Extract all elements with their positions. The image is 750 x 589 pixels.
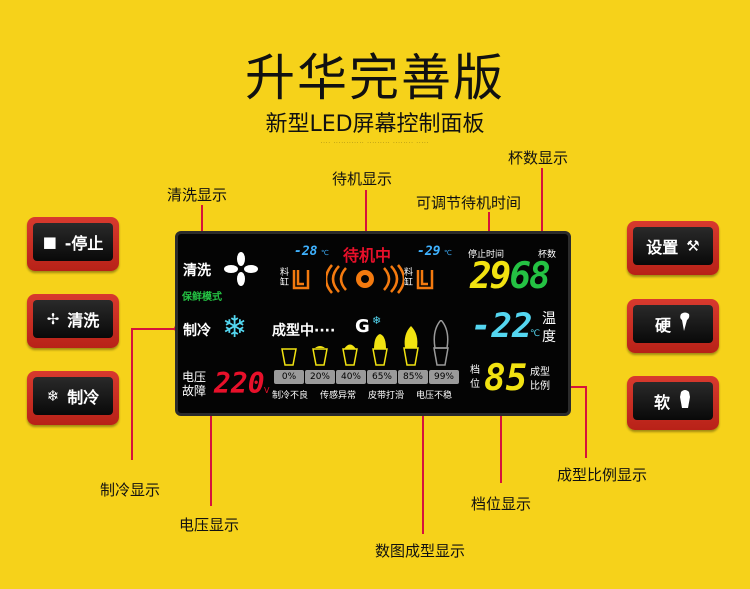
lcd-voltage-value: 220 [214, 367, 265, 400]
lcd-temp-left-unit: ℃ [321, 249, 329, 257]
page-title: 升华完善版 [245, 49, 505, 107]
lcd-snowflake-icon: ❄ [222, 310, 248, 345]
lcd-fault-belt: 皮带打滑 [368, 391, 405, 401]
lcd-voltage-unit: V [264, 386, 270, 395]
lcd-cool-label: 制冷 [183, 323, 211, 339]
lcd-pct-99: 99% [429, 370, 459, 384]
lcd-temp-right: -29 [417, 244, 441, 259]
stop-button[interactable]: ■ -停止 [27, 217, 119, 271]
callout-cooling: 制冷显示 [100, 481, 161, 499]
soft-button-label: 软 [653, 393, 670, 412]
lcd-fault-voltage: 电压不稳 [416, 391, 453, 401]
callout-forming-ratio: 成型比例显示 [557, 466, 648, 484]
lcd-cup-65 [372, 334, 388, 370]
lcd-tank-label-left: 料缸 [280, 268, 290, 288]
lcd-cup-20 [312, 343, 328, 370]
lcd-tank-icon-right [416, 268, 434, 296]
callout-line-cooling-h [131, 328, 177, 330]
lcd-standby-signal-icon [324, 264, 406, 298]
lcd-voltage-label: 电压故障 [182, 370, 207, 398]
lcd-pct-0: 0% [274, 370, 304, 384]
callout-line-cooling-v [131, 328, 133, 460]
lcd-clean-label: 清洗 [183, 263, 211, 279]
lcd-forming: 成型中···· [272, 323, 336, 339]
lcd-pct-20: 20% [305, 370, 335, 384]
lcd-cup-40 [342, 340, 358, 370]
clean-button[interactable]: ✢ 清洗 [27, 294, 119, 348]
lcd-fault-sensor: 传感异常 [320, 391, 357, 401]
lcd-temp-main-unit: ℃ [530, 329, 541, 339]
lcd-fault-cooling: 制冷不良 [272, 391, 309, 401]
page-subtitle: 新型LED屏幕控制面板 [265, 112, 485, 137]
callout-cup-count: 杯数显示 [508, 149, 569, 167]
callout-standby: 待机显示 [332, 170, 393, 188]
lcd-standby: 待机中 [343, 246, 392, 265]
lcd-temp-right-unit: ℃ [444, 249, 452, 257]
settings-button-label: 设置 [646, 238, 679, 257]
lcd-tank-label-right: 料缸 [404, 268, 414, 288]
callout-line-gear [500, 405, 502, 483]
soft-serve-icon [679, 312, 691, 336]
callout-voltage: 电压显示 [179, 516, 240, 534]
lcd-screen: 清洗 保鲜模式 制冷 ❄ 电压故障 220 V -28 ℃ -29 ℃ 料缸 料… [175, 231, 571, 416]
tools-icon: ⚒ [686, 237, 700, 255]
lcd-temp-main: -22 [471, 306, 533, 346]
lcd-forming-g: G [355, 316, 370, 337]
lcd-fresh-mode: 保鲜模式 [182, 292, 222, 303]
lcd-cup-0 [281, 346, 297, 370]
lcd-fan-icon [224, 252, 258, 290]
lcd-ratio-label: 成型比例 [530, 367, 550, 392]
callout-cleaning: 清洗显示 [167, 186, 228, 204]
snowflake-icon: ❄ [46, 387, 60, 405]
callout-line-cup-count [541, 168, 543, 250]
lcd-pct-85: 85% [398, 370, 428, 384]
callout-line-ratio-h [564, 386, 586, 388]
lcd-cup-85 [402, 326, 420, 370]
soft-button[interactable]: 软 [627, 376, 719, 430]
lcd-cup-99 [432, 318, 450, 370]
callout-line-graphic [422, 404, 424, 534]
lcd-temp-word: 温度 [542, 311, 556, 345]
clean-button-label: 清洗 [67, 311, 100, 330]
lcd-gear-value: 85 [484, 358, 528, 399]
lcd-pct-40: 40% [336, 370, 366, 384]
fine-print: ···· ············ ········· ········ ···… [320, 140, 430, 146]
callout-standby-time: 可调节待机时间 [416, 194, 522, 212]
lcd-cup-count: 2968 [470, 256, 551, 297]
lcd-cup-label: 杯数 [538, 250, 557, 260]
cool-button-label: 制冷 [67, 388, 100, 407]
lcd-stop-time-label: 停止时间 [468, 250, 505, 260]
callout-graphic-forming: 数图成型显示 [375, 542, 466, 560]
cool-button[interactable]: ❄ 制冷 [27, 371, 119, 425]
hard-button[interactable]: 硬 [627, 299, 719, 353]
soft-serve-icon [678, 389, 692, 413]
callout-line-ratio-v [585, 386, 587, 458]
stop-square-icon: ■ [42, 233, 57, 251]
fan-icon: ✢ [46, 310, 60, 328]
lcd-tank-icon-left [292, 268, 310, 296]
lcd-pct-65: 65% [367, 370, 397, 384]
callout-line-voltage [210, 412, 212, 506]
lcd-gear-label: 档位 [470, 365, 480, 390]
stop-button-label: -停止 [64, 234, 104, 253]
lcd-forming-snowflake-icon: ❄ [372, 314, 382, 327]
settings-button[interactable]: 设置 ⚒ [627, 221, 719, 275]
lcd-temp-left: -28 [294, 244, 318, 259]
callout-line-standby [365, 190, 367, 242]
hard-button-label: 硬 [654, 316, 671, 335]
callout-gear: 档位显示 [471, 495, 532, 513]
